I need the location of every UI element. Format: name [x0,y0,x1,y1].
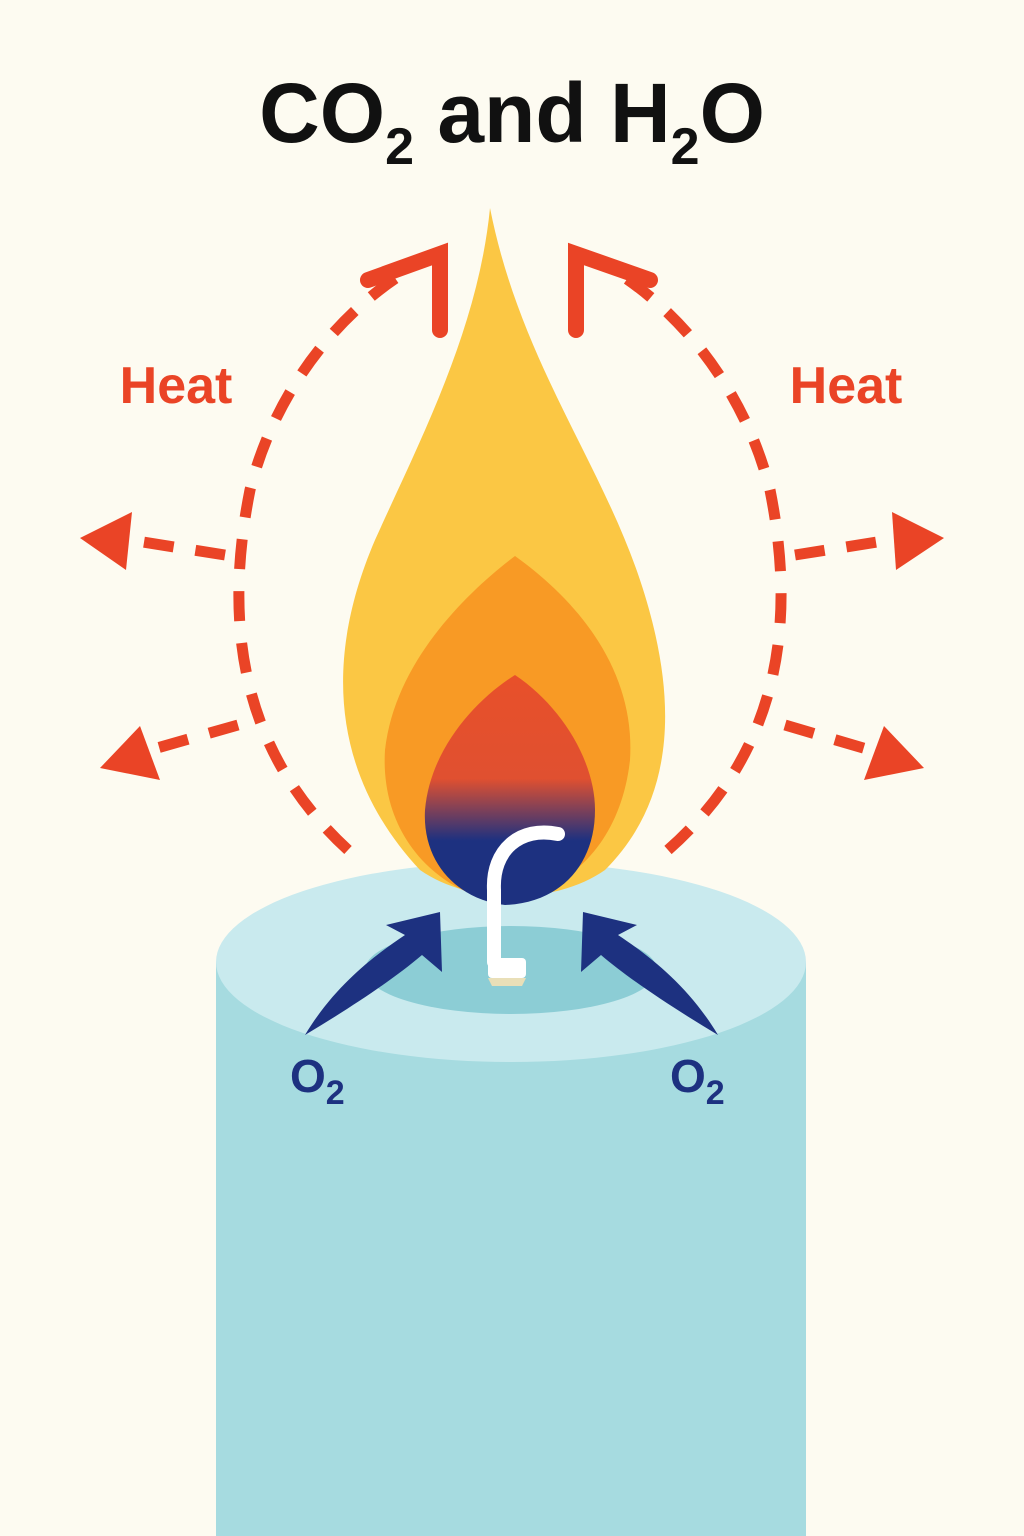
wick-base [488,958,526,978]
heat-arrowhead-right-upper [892,512,944,570]
title-co: CO [259,66,385,160]
diagram-title: CO2 and H2O [259,66,765,176]
heat-arrowhead-top-left [360,242,448,338]
heat-arc-right [607,263,787,855]
title-o: O [700,66,765,160]
heat-ray-left-lower [148,719,240,756]
heat-arrowhead-left-upper [80,512,132,570]
oxygen-arrows [305,912,718,1035]
heat-arrowheads [80,242,944,780]
title-co-subscript: 2 [385,118,414,176]
heat-label-left: Heat [120,357,233,415]
oxygen-label-right: O2 [670,1050,725,1112]
oxygen-arrow-right [581,912,718,1035]
heat-ray-right-upper [794,534,891,561]
flame [343,208,666,905]
wick-ember [488,978,526,986]
flame-inner-layer [424,675,595,905]
heat-arrowhead-right-lower [864,726,924,780]
title-h-subscript: 2 [671,118,700,176]
oxygen-arrow-left [305,912,442,1035]
heat-ray-left-upper [129,534,226,561]
heat-label-right: Heat [790,357,903,415]
heat-arc-left [233,263,415,855]
wick [486,825,565,986]
heat-arrowhead-left-lower [100,726,160,780]
wick-stem [486,825,565,969]
heat-arrowhead-top-right [568,242,658,338]
title-and-h: and H [414,66,671,160]
heat-ray-right-lower [783,719,872,756]
oxygen-label-left: O2 [290,1050,345,1112]
heat-arrows [129,263,891,855]
